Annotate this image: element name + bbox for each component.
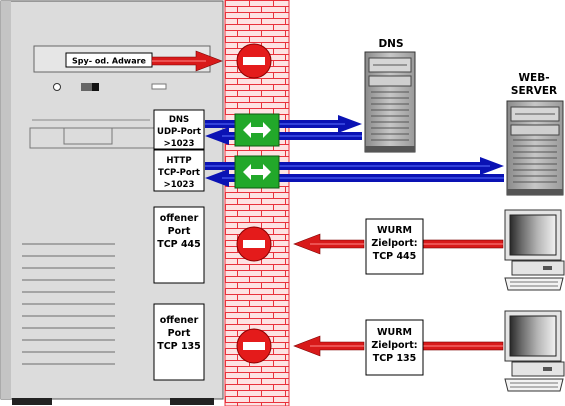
spyware-label: Spy- od. Adware: [72, 57, 147, 66]
port-box-135: offener Port TCP 135: [154, 304, 204, 380]
port-box-445: offener Port TCP 445: [154, 207, 204, 283]
blocked-icon-135: [237, 329, 271, 363]
blocked-icon-spyware: [237, 44, 271, 78]
worm-135-line-2: Zielport:: [371, 340, 417, 351]
power-led: [54, 84, 61, 91]
worm-135-line-3: TCP 135: [373, 353, 417, 364]
worm-box-445: WURM Zielport: TCP 445: [366, 219, 423, 274]
attacker-computer-icon-2: [505, 311, 564, 391]
worm-445-line-3: TCP 445: [373, 251, 417, 262]
allowed-icon-dns: [235, 114, 279, 146]
port-135-line-1: offener: [160, 315, 199, 326]
port-dns-line-1: DNS: [169, 115, 189, 125]
port-http-line-2: TCP-Port: [158, 168, 200, 178]
worm-box-135: WURM Zielport: TCP 135: [366, 320, 423, 375]
port-box-http: HTTP TCP-Port >1023: [154, 150, 204, 191]
worm-445-line-1: WURM: [377, 225, 412, 236]
web-server-icon: [507, 101, 563, 195]
port-135-line-2: Port: [168, 328, 191, 339]
port-135-line-3: TCP 135: [157, 341, 201, 352]
port-445-line-2: Port: [168, 226, 191, 237]
port-445-line-1: offener: [160, 213, 199, 224]
port-dns-line-3: >1023: [164, 139, 195, 149]
allowed-icon-http: [235, 156, 279, 188]
port-dns-line-2: UDP-Port: [157, 127, 201, 137]
port-http-line-1: HTTP: [166, 156, 191, 166]
port-box-dns: DNS UDP-Port >1023: [154, 110, 204, 149]
dns-server-icon: [365, 52, 415, 152]
port-http-line-3: >1023: [164, 180, 195, 190]
web-label-line-2: SERVER: [511, 85, 557, 97]
worm-135-line-1: WURM: [377, 327, 412, 338]
worm-445-line-2: Zielport:: [371, 238, 417, 249]
port-445-line-3: TCP 445: [157, 239, 201, 250]
blocked-icon-445: [237, 227, 271, 261]
attacker-computer-icon-1: [505, 210, 564, 290]
dns-label: DNS: [378, 38, 403, 50]
web-label-line-1: WEB-: [518, 72, 549, 84]
